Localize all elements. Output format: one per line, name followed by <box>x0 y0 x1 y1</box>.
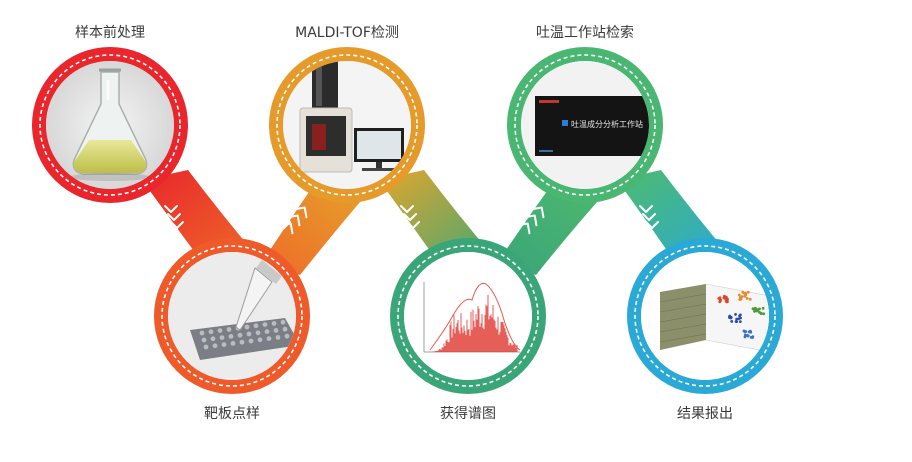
scatter-point <box>724 299 728 303</box>
plate-well <box>226 327 232 332</box>
scatter-point <box>718 300 722 304</box>
plate-well <box>219 335 225 340</box>
plate-well <box>221 342 227 347</box>
step-circle-target-plate <box>154 238 310 394</box>
plate-well <box>246 331 252 337</box>
scatter-point <box>743 333 747 337</box>
plate-well <box>199 330 205 336</box>
plate-well <box>275 335 281 340</box>
plate-well <box>257 337 263 343</box>
plate-well <box>210 336 216 342</box>
step-label-sample-prep: 样本前处理 <box>75 25 145 41</box>
scatter-point <box>751 307 755 311</box>
plate-well <box>208 329 214 335</box>
step-label-workstation: 吐温工作站检索 <box>536 25 634 41</box>
step-label-result: 结果报出 <box>677 406 733 422</box>
scatter-point <box>746 290 750 294</box>
plate-well <box>239 339 245 345</box>
scatter-point <box>739 295 743 299</box>
scatter-point <box>724 297 728 301</box>
step-circle-spectrum <box>390 238 546 394</box>
scatter-point <box>748 297 752 301</box>
plate-well <box>264 329 270 334</box>
chevron-arrows-icon <box>400 205 420 229</box>
step-circle-workstation: 吐温成分分析工作站 <box>507 47 663 203</box>
plate-well <box>201 337 207 343</box>
maldi-tof-instrument-photo <box>283 61 411 189</box>
plate-well <box>262 322 268 327</box>
plate-well <box>271 321 277 326</box>
scatter-point <box>758 310 761 314</box>
target-plate-pipette-photo <box>168 252 296 380</box>
chevron-arrows-icon <box>279 206 308 235</box>
chevron-arrows-icon <box>639 205 659 229</box>
plate-well <box>253 323 259 329</box>
connector-4 <box>498 180 617 275</box>
plate-well <box>282 326 288 332</box>
step-label-spectrum: 获得谱图 <box>440 406 496 422</box>
plate-well <box>244 324 250 330</box>
plate-well <box>255 330 261 336</box>
scatter-point <box>735 320 739 323</box>
scatter-point <box>761 306 765 310</box>
plate-well <box>212 343 218 349</box>
step-circle-sample-prep <box>32 47 188 203</box>
scatter-point <box>730 320 734 323</box>
scatter-point <box>728 314 732 318</box>
plate-well <box>217 328 223 333</box>
step-label-maldi-tof: MALDI-TOF检测 <box>295 25 399 41</box>
screen-title: 吐温成分分析工作站 <box>571 119 643 129</box>
scatter-point <box>744 293 748 297</box>
scatter-point <box>746 334 750 338</box>
scatter-point <box>737 317 741 321</box>
scatter-point <box>743 330 747 334</box>
step-circle-result <box>627 238 783 394</box>
plate-well <box>228 334 234 339</box>
scatter-point <box>753 306 757 310</box>
plate-well <box>280 319 286 325</box>
scatter-point <box>734 313 737 316</box>
scatter-point <box>753 309 756 313</box>
workstation-software-screenshot: 吐温成分分析工作站 <box>521 61 649 189</box>
scatter-point <box>745 297 749 300</box>
step-circle-maldi-tof <box>269 47 425 203</box>
plate-well <box>237 332 243 338</box>
mass-spectrum-chart <box>404 252 532 380</box>
scatter-point <box>749 335 753 339</box>
chevron-arrows-icon <box>164 205 184 229</box>
scatter-point <box>762 312 766 316</box>
cluster-3d-scatter-plot <box>641 252 769 380</box>
scatter-point <box>737 293 741 297</box>
plate-well <box>266 336 272 341</box>
plate-well <box>248 338 254 344</box>
connector-2 <box>262 180 379 275</box>
scatter-point <box>748 329 752 333</box>
chevron-arrows-icon <box>516 206 545 235</box>
scatter-point <box>735 317 739 321</box>
scatter-point <box>738 298 742 301</box>
step-label-target-plate: 靶板点样 <box>204 406 260 422</box>
scatter-point <box>717 297 721 300</box>
scatter-point <box>758 307 761 311</box>
plate-well <box>203 344 209 350</box>
plate-well <box>273 328 279 333</box>
flask-photo <box>46 61 174 189</box>
plate-well <box>284 333 290 339</box>
plate-well <box>230 341 236 346</box>
scatter-point <box>738 320 742 324</box>
scatter-point <box>738 314 741 318</box>
